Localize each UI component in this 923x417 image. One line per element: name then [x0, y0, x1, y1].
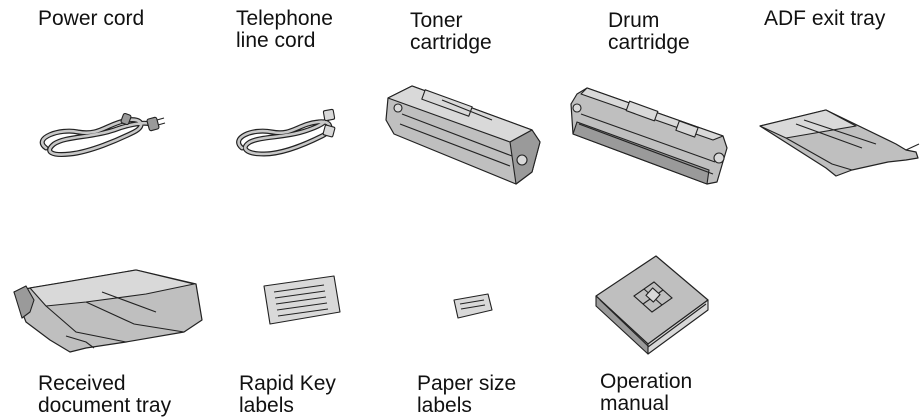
rapid-key-labels-illustration	[263, 275, 341, 325]
toner-cartridge-label: Toner cartridge	[410, 9, 492, 54]
operation-manual-label: Operation manual	[600, 370, 693, 415]
adf-exit-tray-label: ADF exit tray	[764, 7, 886, 30]
telephone-line-cord-illustration	[236, 108, 336, 157]
power-cord-illustration	[39, 112, 166, 157]
adf-exit-tray-illustration	[759, 109, 920, 177]
operation-manual-illustration	[595, 255, 709, 355]
paper-size-labels-illustration	[453, 293, 493, 319]
paper-size-labels-label: Paper size labels	[417, 372, 517, 417]
toner-cartridge-illustration	[385, 85, 541, 185]
telephone-line-cord-label: Telephone line cord	[236, 7, 333, 52]
received-document-tray-illustration	[13, 269, 203, 353]
drum-cartridge-illustration	[570, 87, 728, 185]
rapid-key-labels-label: Rapid Key labels	[239, 372, 336, 417]
power-cord-label: Power cord	[38, 7, 145, 30]
drum-cartridge-label: Drum cartridge	[608, 9, 690, 54]
received-document-tray-label: Received document tray	[38, 372, 172, 417]
